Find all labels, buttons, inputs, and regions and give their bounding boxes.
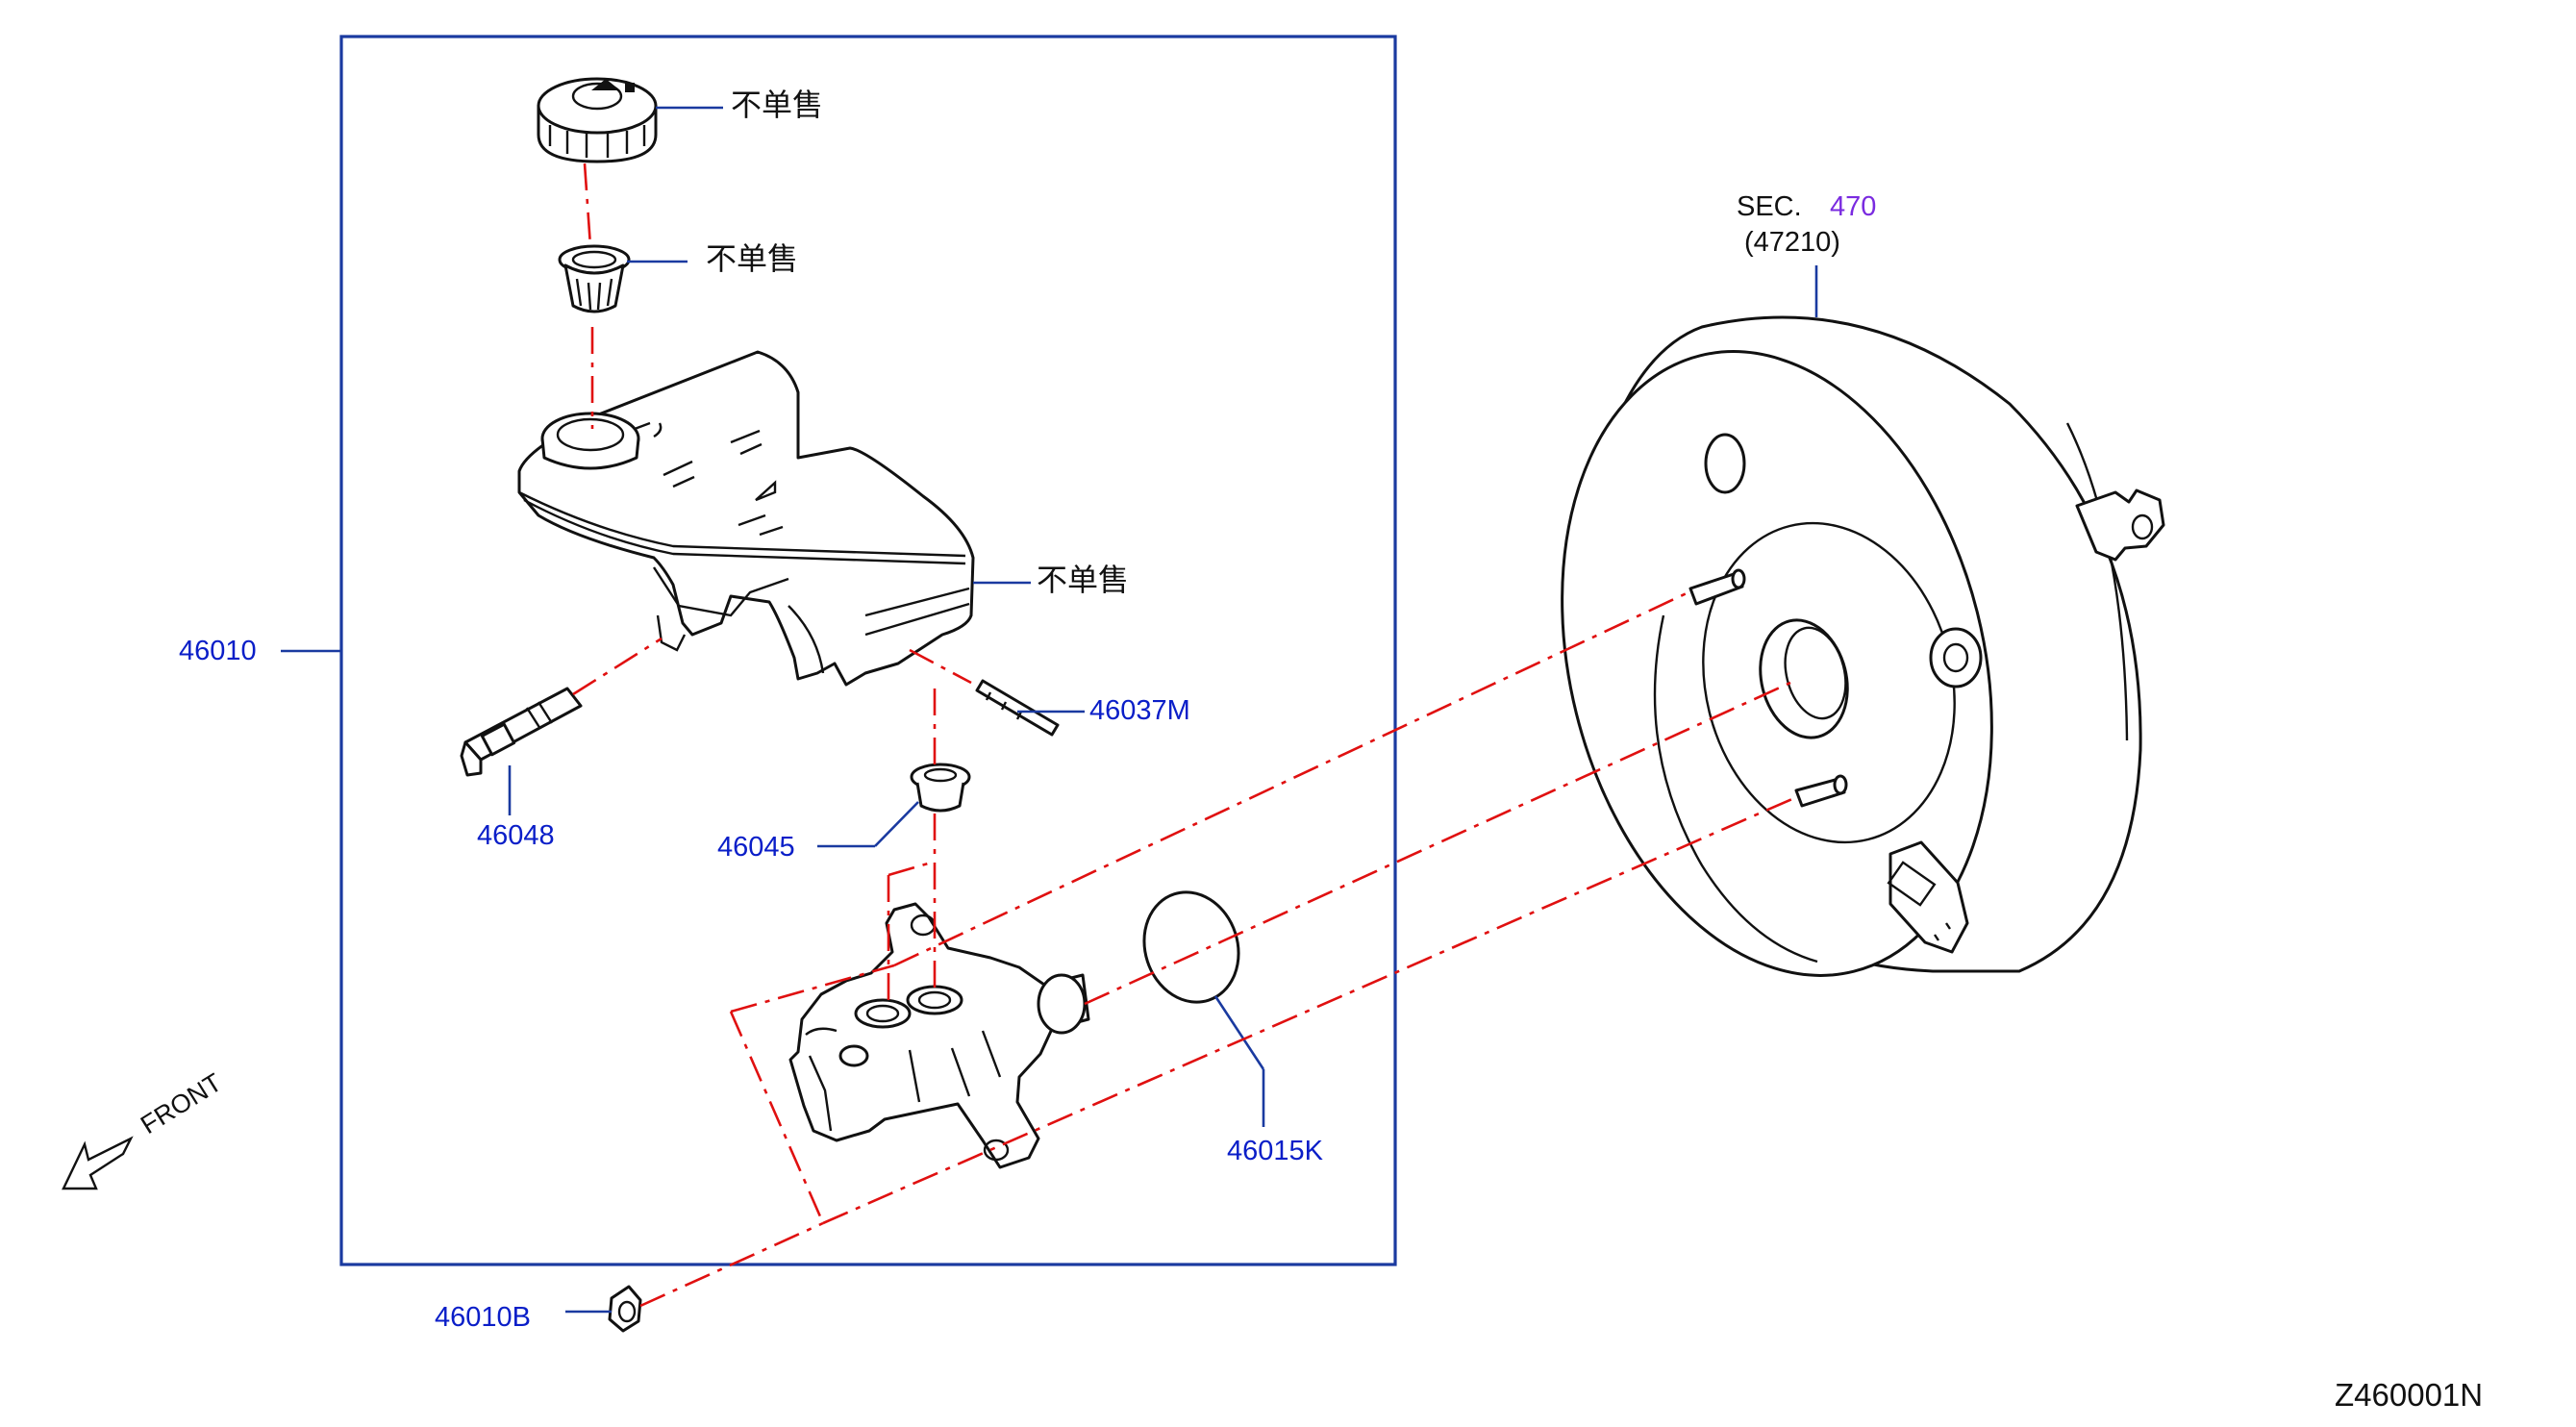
strainer-icon <box>558 244 631 313</box>
grommet-icon <box>910 763 971 813</box>
reservoir-not-sold-separately-note: 不单售 <box>1037 562 1130 598</box>
part-number-46010b[interactable]: 46010B <box>435 1302 531 1333</box>
nut-icon <box>608 1285 642 1333</box>
phantom-box-a <box>888 860 936 877</box>
phantom-bracket-top <box>730 964 895 1014</box>
phantom-bracket-left <box>729 1011 825 1224</box>
section-part-number: (47210) <box>1744 227 1840 258</box>
level-sensor-icon <box>460 687 583 777</box>
phantom-pin <box>909 648 972 685</box>
part-number-46048[interactable]: 46048 <box>477 820 555 851</box>
pin-icon <box>975 679 1060 737</box>
phantom-lower-stud <box>822 796 1795 1225</box>
oring-leader-a <box>1213 995 1265 1070</box>
strainer-not-sold-separately-note: 不单售 <box>706 240 799 277</box>
front-arrow-icon <box>62 1136 134 1190</box>
part-number-46037m[interactable]: 46037M <box>1089 695 1190 726</box>
brake-booster-icon <box>1561 315 2165 977</box>
section-link-470[interactable]: 470 <box>1830 191 1877 222</box>
part-number-46010[interactable]: 46010 <box>179 636 257 666</box>
phantom-sensor <box>572 637 663 696</box>
phantom-nut <box>639 1221 824 1308</box>
phantom-axis <box>1084 681 1791 1006</box>
diagram-code: Z460001N <box>2335 1377 2484 1413</box>
cap-not-sold-separately-note: 不单售 <box>731 87 824 123</box>
reservoir-cap-icon <box>537 77 658 163</box>
phantom-upper-stud <box>893 590 1689 967</box>
reservoir-tank-icon <box>517 350 975 687</box>
part-number-46045[interactable]: 46045 <box>717 832 795 863</box>
master-cylinder-icon <box>788 902 1090 1169</box>
section-prefix: SEC. <box>1737 191 1802 222</box>
grommet-leader-a <box>874 801 919 847</box>
o-ring-icon <box>1142 890 1240 1004</box>
phantom-cap-strainer <box>583 163 592 247</box>
part-number-46015k[interactable]: 46015K <box>1227 1136 1323 1166</box>
